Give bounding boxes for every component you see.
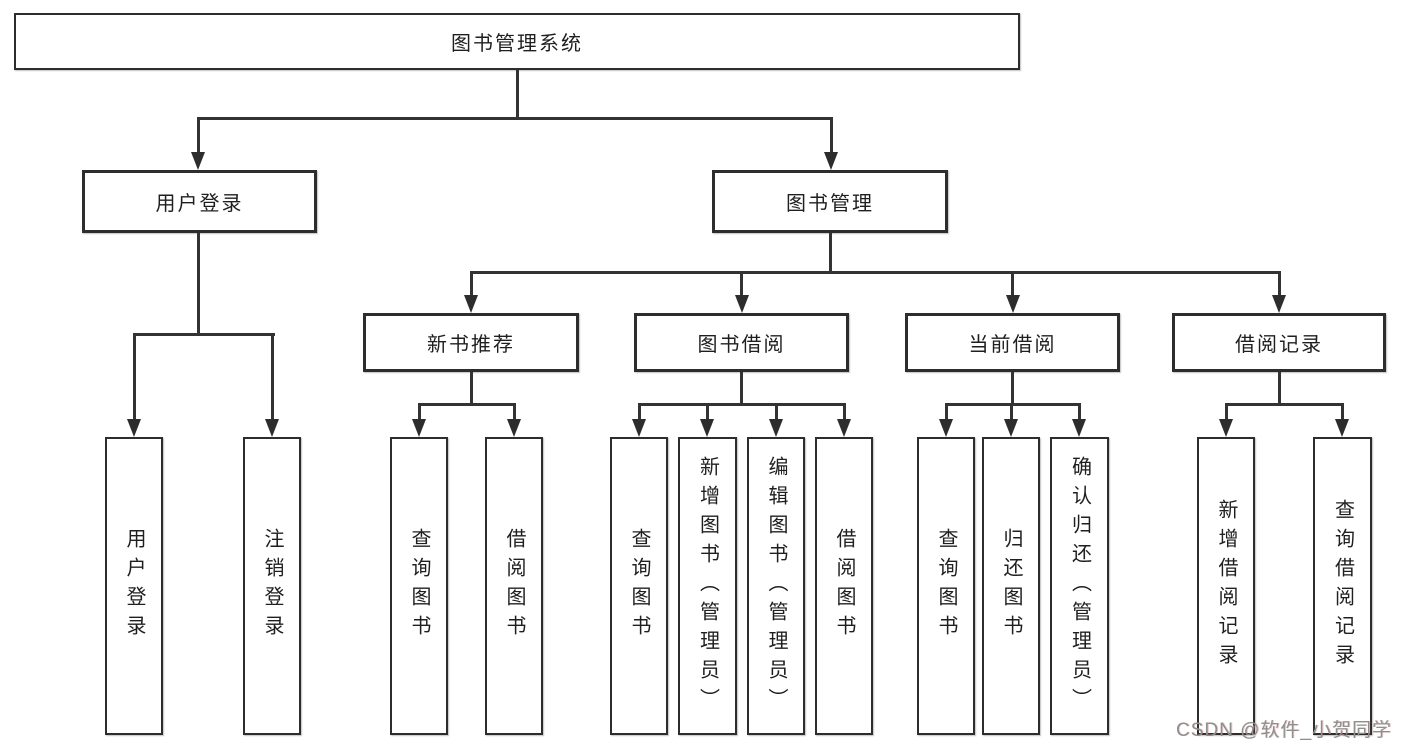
- leaf-borrow-books-label: 借阅图书: [833, 528, 855, 644]
- leaf-recommend-borrow-books-label: 借阅图书: [503, 528, 525, 644]
- connector-user-login-shaft-1: [132, 333, 136, 421]
- arrow-down-icon: [464, 295, 478, 313]
- node-root: 图书管理系统: [14, 13, 1020, 70]
- connector-records-split: [1224, 403, 1344, 406]
- arrow-down-icon: [1219, 419, 1233, 437]
- connector-recommend-shaft-2: [512, 403, 516, 421]
- leaf-query-borrow-record: 查询借阅记录: [1313, 437, 1372, 735]
- arrow-down-icon: [837, 419, 851, 437]
- connector-borrow-split: [637, 403, 846, 406]
- leaf-edit-books-admin-label: 编辑图书（管理员）: [765, 455, 787, 717]
- connector-book-mgmt-split: [469, 271, 1281, 274]
- leaf-add-borrow-record-label: 新增借阅记录: [1215, 499, 1237, 673]
- connector-root-shaft-right: [829, 117, 833, 154]
- arrow-down-icon: [507, 419, 521, 437]
- connector-borrow-shaft-3: [774, 403, 778, 421]
- connector-borrow-shaft-4: [842, 403, 846, 421]
- leaf-current-query-books-label: 查询图书: [935, 528, 957, 644]
- arrow-down-icon: [1272, 295, 1286, 313]
- connector-borrow-shaft-1: [637, 403, 641, 421]
- connector-book-mgmt-shaft-4: [1277, 271, 1281, 297]
- connector-current-shaft-3: [1077, 403, 1081, 421]
- leaf-confirm-return-admin-label: 确认归还（管理员）: [1068, 455, 1091, 717]
- node-borrow-records: 借阅记录: [1172, 313, 1386, 372]
- leaf-edit-books-admin: 编辑图书（管理员）: [747, 437, 805, 735]
- arrow-down-icon: [265, 419, 279, 437]
- connector-book-mgmt-shaft-1: [469, 271, 473, 297]
- arrow-down-icon: [1335, 419, 1349, 437]
- arrow-down-icon: [824, 152, 838, 170]
- connector-recommend-stem: [469, 372, 473, 406]
- leaf-add-books-admin-label: 新增图书（管理员）: [696, 455, 719, 717]
- leaf-user-login: 用户登录: [105, 437, 163, 735]
- arrow-down-icon: [939, 419, 953, 437]
- arrow-down-icon: [1072, 419, 1086, 437]
- connector-recommend-shaft-1: [417, 403, 421, 421]
- connector-current-shaft-1: [944, 403, 948, 421]
- connector-book-mgmt-shaft-2: [740, 271, 743, 297]
- leaf-recommend-query-books: 查询图书: [390, 437, 448, 735]
- connector-user-login-split: [132, 333, 275, 336]
- leaf-query-borrow-record-label: 查询借阅记录: [1331, 499, 1354, 673]
- node-borrow-records-label: 借阅记录: [1235, 334, 1323, 356]
- leaf-recommend-query-books-label: 查询图书: [408, 528, 430, 644]
- leaf-borrow-books: 借阅图书: [815, 437, 873, 735]
- arrow-down-icon: [127, 419, 141, 437]
- arrow-down-icon: [1004, 419, 1018, 437]
- connector-user-login-shaft-2: [270, 333, 274, 421]
- connector-root-split: [196, 117, 833, 120]
- arrow-down-icon: [632, 419, 646, 437]
- connector-current-split: [944, 403, 1081, 406]
- connector-recommend-split: [417, 403, 516, 406]
- connector-borrow-shaft-2: [705, 403, 709, 421]
- arrow-down-icon: [191, 152, 205, 170]
- connector-records-stem: [1277, 372, 1281, 406]
- leaf-recommend-borrow-books: 借阅图书: [485, 437, 543, 735]
- connector-user-login-stem: [196, 233, 200, 336]
- connector-current-stem: [1011, 372, 1014, 406]
- leaf-logout: 注销登录: [243, 437, 301, 735]
- node-root-label: 图书管理系统: [451, 33, 583, 55]
- connector-records-shaft-2: [1340, 403, 1344, 421]
- leaf-confirm-return-admin: 确认归还（管理员）: [1050, 437, 1109, 735]
- connector-book-mgmt-shaft-3: [1011, 271, 1014, 297]
- arrow-down-icon: [1005, 295, 1020, 313]
- node-user-login-label: 用户登录: [155, 193, 244, 215]
- leaf-return-books-label: 归还图书: [1000, 528, 1022, 644]
- leaf-return-books: 归还图书: [982, 437, 1040, 735]
- node-current-borrow-label: 当前借阅: [968, 334, 1057, 356]
- leaf-logout-label: 注销登录: [261, 528, 283, 644]
- node-book-borrow-label: 图书借阅: [697, 334, 786, 356]
- node-book-management: 图书管理: [712, 170, 948, 233]
- leaf-current-query-books: 查询图书: [917, 437, 975, 735]
- connector-borrow-stem: [740, 372, 743, 406]
- connector-records-shaft-1: [1224, 403, 1228, 421]
- leaf-borrow-query-books: 查询图书: [610, 437, 668, 735]
- leaf-add-borrow-record: 新增借阅记录: [1197, 437, 1255, 735]
- connector-current-shaft-2: [1009, 403, 1013, 421]
- connector-root-stem: [515, 70, 519, 119]
- node-user-login: 用户登录: [82, 170, 317, 233]
- leaf-borrow-query-books-label: 查询图书: [628, 528, 650, 644]
- node-current-borrow: 当前借阅: [905, 313, 1120, 372]
- arrow-down-icon: [769, 419, 783, 437]
- csdn-watermark: CSDN @软件_小贺同学: [1176, 720, 1392, 741]
- node-new-book-recommend: 新书推荐: [363, 313, 579, 372]
- node-new-book-recommend-label: 新书推荐: [427, 334, 515, 356]
- connector-root-shaft-left: [196, 117, 200, 154]
- node-book-management-label: 图书管理: [786, 193, 874, 215]
- arrow-down-icon: [412, 419, 426, 437]
- arrow-down-icon: [734, 295, 749, 313]
- leaf-user-login-label: 用户登录: [123, 528, 145, 644]
- connector-book-mgmt-stem: [828, 233, 832, 274]
- arrow-down-icon: [700, 419, 714, 437]
- node-book-borrow: 图书借阅: [634, 313, 849, 372]
- leaf-add-books-admin: 新增图书（管理员）: [678, 437, 737, 735]
